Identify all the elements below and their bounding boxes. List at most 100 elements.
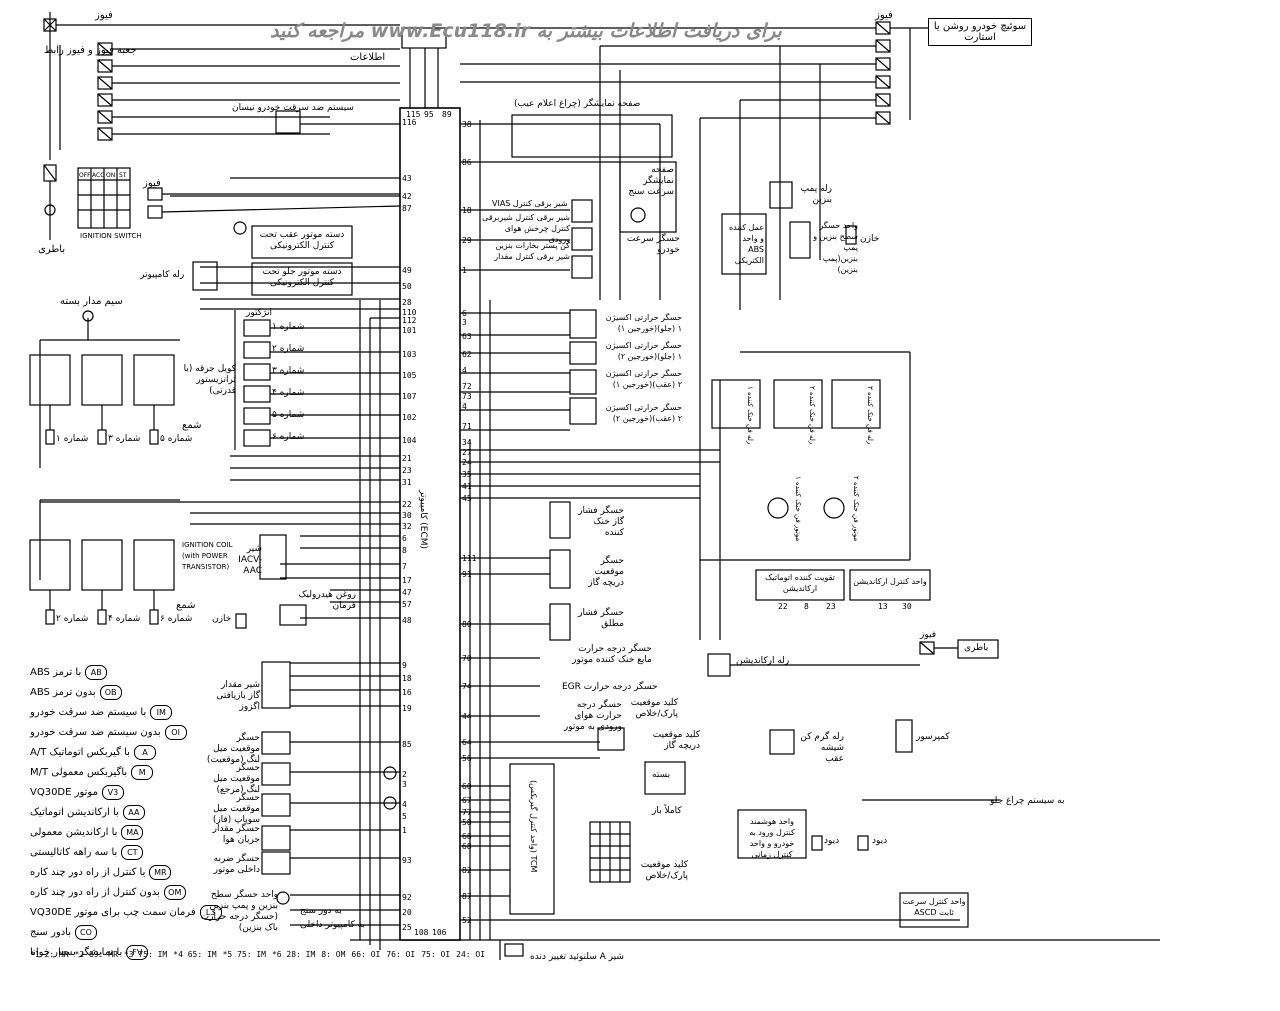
injector-label-3: شماره ۳ [272, 366, 305, 376]
mil-label: صفحه نمایشگر (چراغ اعلام عیب) [514, 99, 641, 109]
ignition-coil-2 [29, 539, 71, 591]
legend-text: با ترمز ABS [30, 666, 82, 678]
legend-text: با نمایشگر بسیار خوانا [30, 946, 123, 958]
speedometer-box [619, 161, 677, 233]
ignition-switch-label: IGNITION SWITCH [80, 232, 142, 240]
legend-code-badge: MA [121, 824, 144, 840]
ecm-right-pin: 91 [462, 570, 472, 579]
legend-text: با کنترل از راه دور چند کاره [30, 866, 146, 878]
cam-label: حسگر موقعیت میل سوپاپ (فاز) [212, 793, 260, 825]
ecm-left-pin: 3 [402, 780, 407, 789]
fuel-pump-relay [769, 181, 793, 209]
fuse-box-rows [59, 42, 400, 150]
o2-sensor-2 [569, 341, 597, 365]
park-switch [597, 727, 625, 751]
ac-unit-pin: 30 [902, 602, 912, 611]
ecm-right-pin: 77 [462, 808, 472, 817]
spark-top-5: شماره ۵ [160, 434, 193, 444]
ecm-left-pin: 116 [402, 118, 417, 127]
mil-gauge [511, 114, 673, 158]
fuse-box-label: جعبه فیوز و فیوز رابط [44, 45, 137, 56]
right-fuse-stack [460, 21, 930, 125]
start-switch-box: سوئیچ خودرو روشن یا استارت [928, 18, 1032, 46]
park-label: کلید موقعیت پارک/خلاص [630, 698, 678, 719]
ecm-right-pin: 82 [462, 866, 472, 875]
battery-box-right [957, 639, 999, 659]
ecm-left-pin: 87 [402, 204, 412, 213]
ecm-left-pin: 50 [402, 282, 412, 291]
ac-unit-pin: 13 [878, 602, 888, 611]
fan-motor-2 [823, 497, 845, 519]
defog-relay-label: رله گرم کن شیشه عقب [800, 732, 844, 764]
throttle-label: حسگر موقعیت دریچه گاز [588, 556, 624, 588]
rear-mount-box [251, 225, 353, 259]
coil-bottom-label: IGNITION COIL (with POWER TRANSISTOR) [182, 541, 233, 571]
smart-entry-label: واحد هوشمند کنترل ورود به خودرو و واحد ک… [749, 817, 795, 859]
fuse-label: فیوز [95, 10, 113, 21]
refrig-label: حسگر فشار گاز خنک کننده [578, 506, 624, 538]
right-fuse-label: فیوز [875, 10, 893, 21]
ecm-left-pin: 8 [402, 546, 407, 555]
ecm-left-pin: 105 [402, 371, 417, 380]
fan-relay-label-2: رله فن خنک کننده ۲ [808, 386, 816, 445]
legend-code-badge: AB [85, 664, 108, 680]
pin-footer-entry: 66: OI [351, 950, 381, 959]
legend-code-badge: CT [121, 844, 144, 860]
ecm-relay-label: رله کامپیوتر [140, 270, 185, 280]
compressor-label: کمپرسور [916, 732, 950, 742]
ac-relay-label: رله ارکاندیشن [736, 656, 790, 666]
banner-url[interactable]: www.Ecu118.ir [370, 20, 530, 42]
o2-label-3: حسگر حرارتی اکسیژن ۲ (عقب)(خورجین ۱) [605, 369, 682, 389]
ecm-left-pin: 30 [402, 511, 412, 520]
switch-col-st: ST [119, 172, 127, 179]
ecm-right-pin: 3 [462, 318, 467, 327]
ecm-top-pin: 115 [406, 110, 421, 119]
ecm-right-pin: 52 [462, 916, 472, 925]
fan-motor-1 [767, 497, 789, 519]
anti-theft-label: سیستم ضد سرقت خودرو نیسان [232, 103, 354, 113]
ignition-coil-6 [133, 539, 175, 591]
ecm-left-pin: 4 [402, 800, 407, 809]
ecm-left-pin: 101 [402, 326, 417, 335]
shift-solenoid [504, 943, 524, 957]
legend-code-badge: L3 [199, 904, 222, 920]
tcm-label: TCM (واحد کنترل گیربکس) [529, 780, 538, 873]
legend-text: بدون سیستم ضد سرقت خودرو [30, 726, 161, 738]
ecm-left-pin: 5 [402, 812, 407, 821]
ecm-title: کامپیوتر (ECM) [418, 490, 428, 550]
legend-code-badge: A [133, 744, 156, 760]
ecm-right-pin: 4 [462, 402, 467, 411]
ecm-left-pin: 43 [402, 174, 412, 183]
shift-label: شیر A سلنوئید تغییر دنده [530, 952, 624, 962]
ecm-right-pin: 111 [462, 554, 477, 563]
ecm-box [399, 107, 461, 941]
capacitor-right [845, 225, 857, 245]
ecm-right-pin: 41 [462, 482, 472, 491]
crank-pos-label: حسگر موقعیت میل لنگ (موقعیت) [206, 733, 260, 765]
legend-code-badge: OI [164, 724, 187, 740]
abs-actuator-box [721, 213, 767, 275]
switch-col-on: ON [106, 172, 116, 179]
legend-code-badge: OB [99, 684, 122, 700]
legend-text: موتور VQ30DE [30, 786, 98, 798]
ecm-right-pin: 4 [462, 366, 467, 375]
ecm-left-pin: 31 [402, 478, 412, 487]
pin-footer-entry: 8: OM [321, 950, 346, 959]
ecm-right-pin: 74 [462, 682, 472, 691]
banner-text-after: مراجعه کنید [270, 20, 365, 42]
o2-sensor-3 [569, 369, 597, 395]
ac-unit-label: واحد کنترل ارکاندیشن [853, 577, 927, 586]
speedo-label: صفحه نمایشگر سرعت سنج [628, 165, 674, 197]
ecm-left-pin: 6 [402, 534, 407, 543]
ignition-coil-5 [133, 354, 175, 406]
legend-text: باگیربکس معمولی M/T [30, 766, 128, 778]
legend-text: با سه راهه کاتالیستی [30, 846, 118, 858]
ecm-left-pin: 103 [402, 350, 417, 359]
data-link-connector [401, 27, 447, 49]
speed-sensor-label: حسگر سرعت خودرو [626, 234, 680, 255]
closed-label: بسته [652, 770, 671, 780]
